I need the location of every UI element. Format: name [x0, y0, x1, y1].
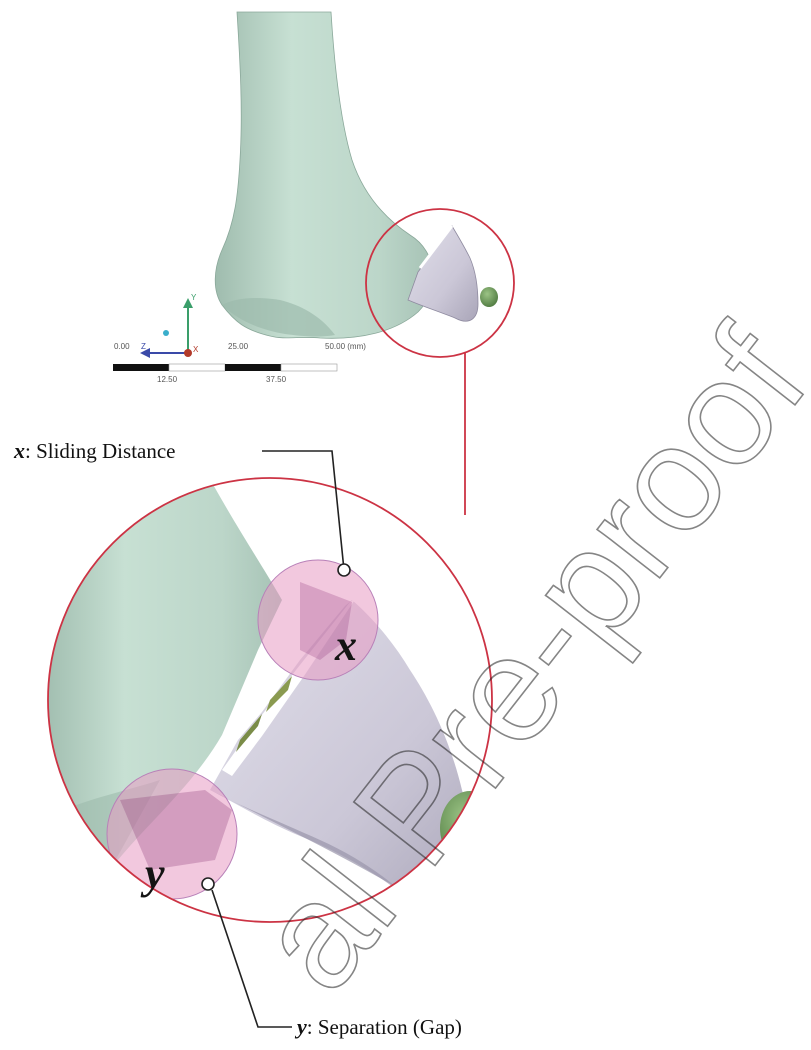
scale-label-37-5: 37.50 — [266, 375, 287, 384]
marker-x: x — [334, 621, 357, 670]
axis-label-z: Z — [141, 342, 146, 351]
callout-y-label: y: Separation (Gap) — [294, 1014, 462, 1039]
nodule-top — [480, 287, 498, 307]
callout-x-text: : Sliding Distance — [25, 439, 176, 463]
axis-triad: Y Z X — [140, 293, 199, 358]
callout-y-var: y — [294, 1014, 307, 1039]
callout-x-var: x — [13, 438, 25, 463]
axis-label-y: Y — [191, 293, 197, 302]
model-view-top — [215, 12, 514, 357]
bone-body-top — [215, 12, 433, 338]
callout-y-text: : Separation (Gap) — [307, 1015, 462, 1039]
scale-label-0: 0.00 — [114, 342, 130, 351]
scale-label-50: 50.00 (mm) — [325, 342, 366, 351]
callout-x-label: x: Sliding Distance — [13, 438, 176, 463]
scale-label-12-5: 12.50 — [157, 375, 178, 384]
scale-label-25: 25.00 — [228, 342, 249, 351]
scale-bar: 0.00 25.00 50.00 (mm) 12.50 37.50 — [113, 342, 366, 384]
axis-label-x: X — [193, 345, 199, 354]
